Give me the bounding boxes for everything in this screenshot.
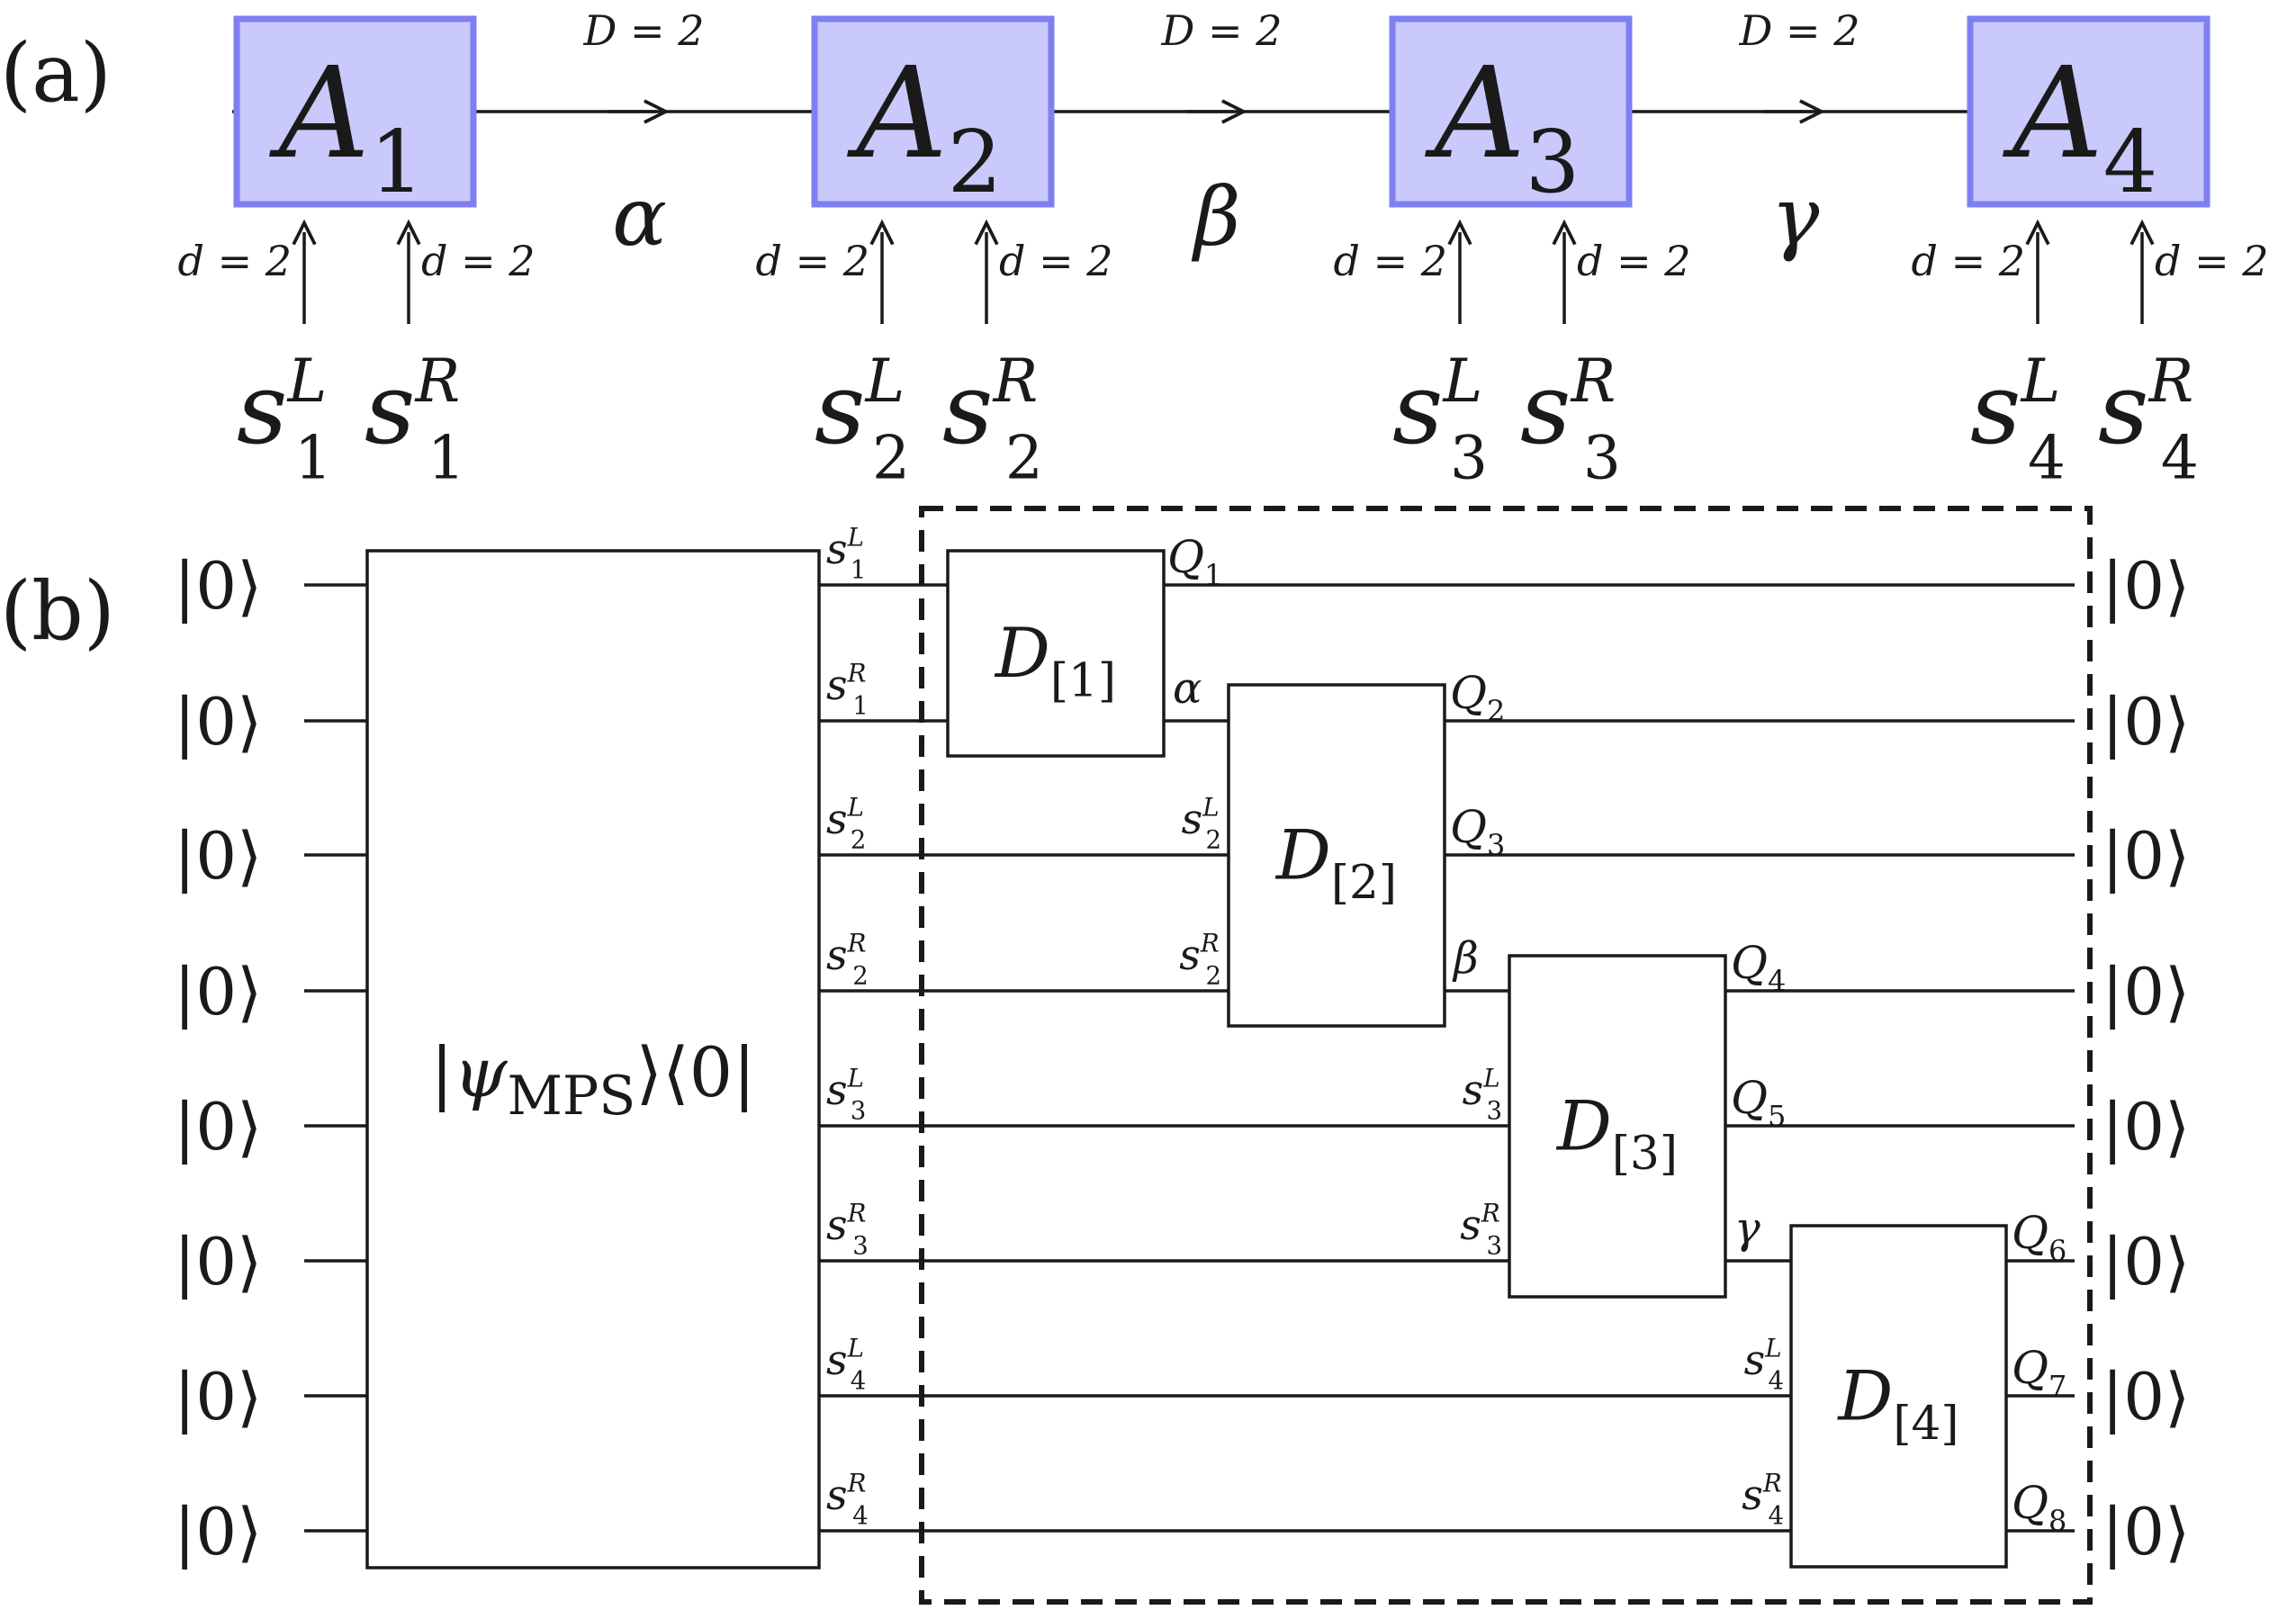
phys-dim-label: d = 2 bbox=[421, 237, 536, 285]
output-label-Q6: Q6 bbox=[2012, 1207, 2066, 1268]
output-label-Q7: Q7 bbox=[2012, 1342, 2066, 1403]
input-ket-6: |0⟩ bbox=[174, 1224, 262, 1300]
gate-D1 bbox=[946, 549, 1166, 758]
bond-label-β: β bbox=[1191, 170, 1240, 265]
bond-dim-label-3: D = 2 bbox=[1739, 6, 1860, 55]
tensor-A1 bbox=[233, 15, 477, 208]
output-label-Q3: Q3 bbox=[1450, 801, 1505, 862]
phys-dim-label: d = 2 bbox=[999, 237, 1113, 285]
panel-b-quantum-circuit: (b) |ψMPS⟩⟨0| D[1] D[2] D[3] D[4] |0⟩ |0⟩ |0⟩ |0⟩… bbox=[0, 506, 2190, 1605]
input-ket-4: |0⟩ bbox=[174, 954, 262, 1030]
output-ket-6: |0⟩ bbox=[2102, 1224, 2190, 1300]
phys-dim-label: d = 2 bbox=[1334, 237, 1448, 285]
bond-label-α: α bbox=[612, 170, 667, 265]
phys-dim-label: d = 2 bbox=[756, 237, 870, 285]
gate-label-D4: D[4] bbox=[1836, 1356, 1958, 1451]
input-ket-1: |0⟩ bbox=[174, 548, 262, 624]
tensor-label-A1: A1 bbox=[269, 40, 425, 212]
input-ket-8: |0⟩ bbox=[174, 1494, 262, 1570]
output-ket-7: |0⟩ bbox=[2102, 1359, 2190, 1435]
tensor-A3 bbox=[1389, 15, 1633, 208]
output-label-Q8: Q8 bbox=[2012, 1477, 2066, 1538]
output-label-Q2: Q2 bbox=[1450, 667, 1505, 728]
tensor-label-A4: A4 bbox=[2003, 40, 2158, 212]
panel-b-label: (b) bbox=[0, 564, 115, 659]
output-ket-2: |0⟩ bbox=[2102, 684, 2190, 760]
input-ket-3: |0⟩ bbox=[174, 818, 262, 894]
dashed-boundary bbox=[919, 506, 2093, 1605]
gate-label-D2: D[2] bbox=[1274, 815, 1397, 910]
gate-D2 bbox=[1227, 683, 1446, 1028]
output-ket-8: |0⟩ bbox=[2102, 1494, 2190, 1570]
tensor-A4 bbox=[1967, 15, 2210, 208]
output-label-Q1: Q1 bbox=[1167, 531, 1222, 592]
tensor-label-A3: A3 bbox=[1425, 40, 1580, 212]
input-ket-2: |0⟩ bbox=[174, 684, 262, 760]
ancilla-label-α: α bbox=[1173, 663, 1202, 714]
bond-label-γ: γ bbox=[1771, 170, 1820, 265]
phys-dim-label: d = 2 bbox=[1577, 237, 1691, 285]
phys-dim-label: d = 2 bbox=[178, 237, 293, 285]
bond-dim-label-2: D = 2 bbox=[1161, 6, 1283, 55]
input-ket-7: |0⟩ bbox=[174, 1359, 262, 1435]
input-ket-5: |0⟩ bbox=[174, 1089, 262, 1165]
phys-dim-label: d = 2 bbox=[2155, 237, 2269, 285]
gate-D3 bbox=[1508, 954, 1727, 1299]
output-label-Q5: Q5 bbox=[1731, 1072, 1786, 1133]
output-ket-5: |0⟩ bbox=[2102, 1089, 2190, 1165]
panel-a-label: (a) bbox=[0, 26, 112, 121]
tensor-A2 bbox=[811, 15, 1055, 208]
tensor-label-A2: A2 bbox=[847, 40, 1003, 212]
phys-dim-label: d = 2 bbox=[1912, 237, 2026, 285]
bond-dim-label-1: D = 2 bbox=[583, 6, 705, 55]
gate-label-D1: D[1] bbox=[994, 613, 1116, 707]
mps-box-label: |ψMPS⟩⟨0| bbox=[430, 1032, 755, 1128]
output-label-Q4: Q4 bbox=[1731, 937, 1786, 998]
mps-preparation-box bbox=[365, 549, 821, 1570]
output-ket-1: |0⟩ bbox=[2102, 548, 2190, 624]
output-ket-4: |0⟩ bbox=[2102, 954, 2190, 1030]
ancilla-label-β: β bbox=[1452, 933, 1479, 984]
ancilla-label-γ: γ bbox=[1734, 1203, 1760, 1254]
gate-label-D3: D[3] bbox=[1555, 1086, 1678, 1181]
gate-D4 bbox=[1789, 1224, 2008, 1569]
output-ket-3: |0⟩ bbox=[2102, 818, 2190, 894]
